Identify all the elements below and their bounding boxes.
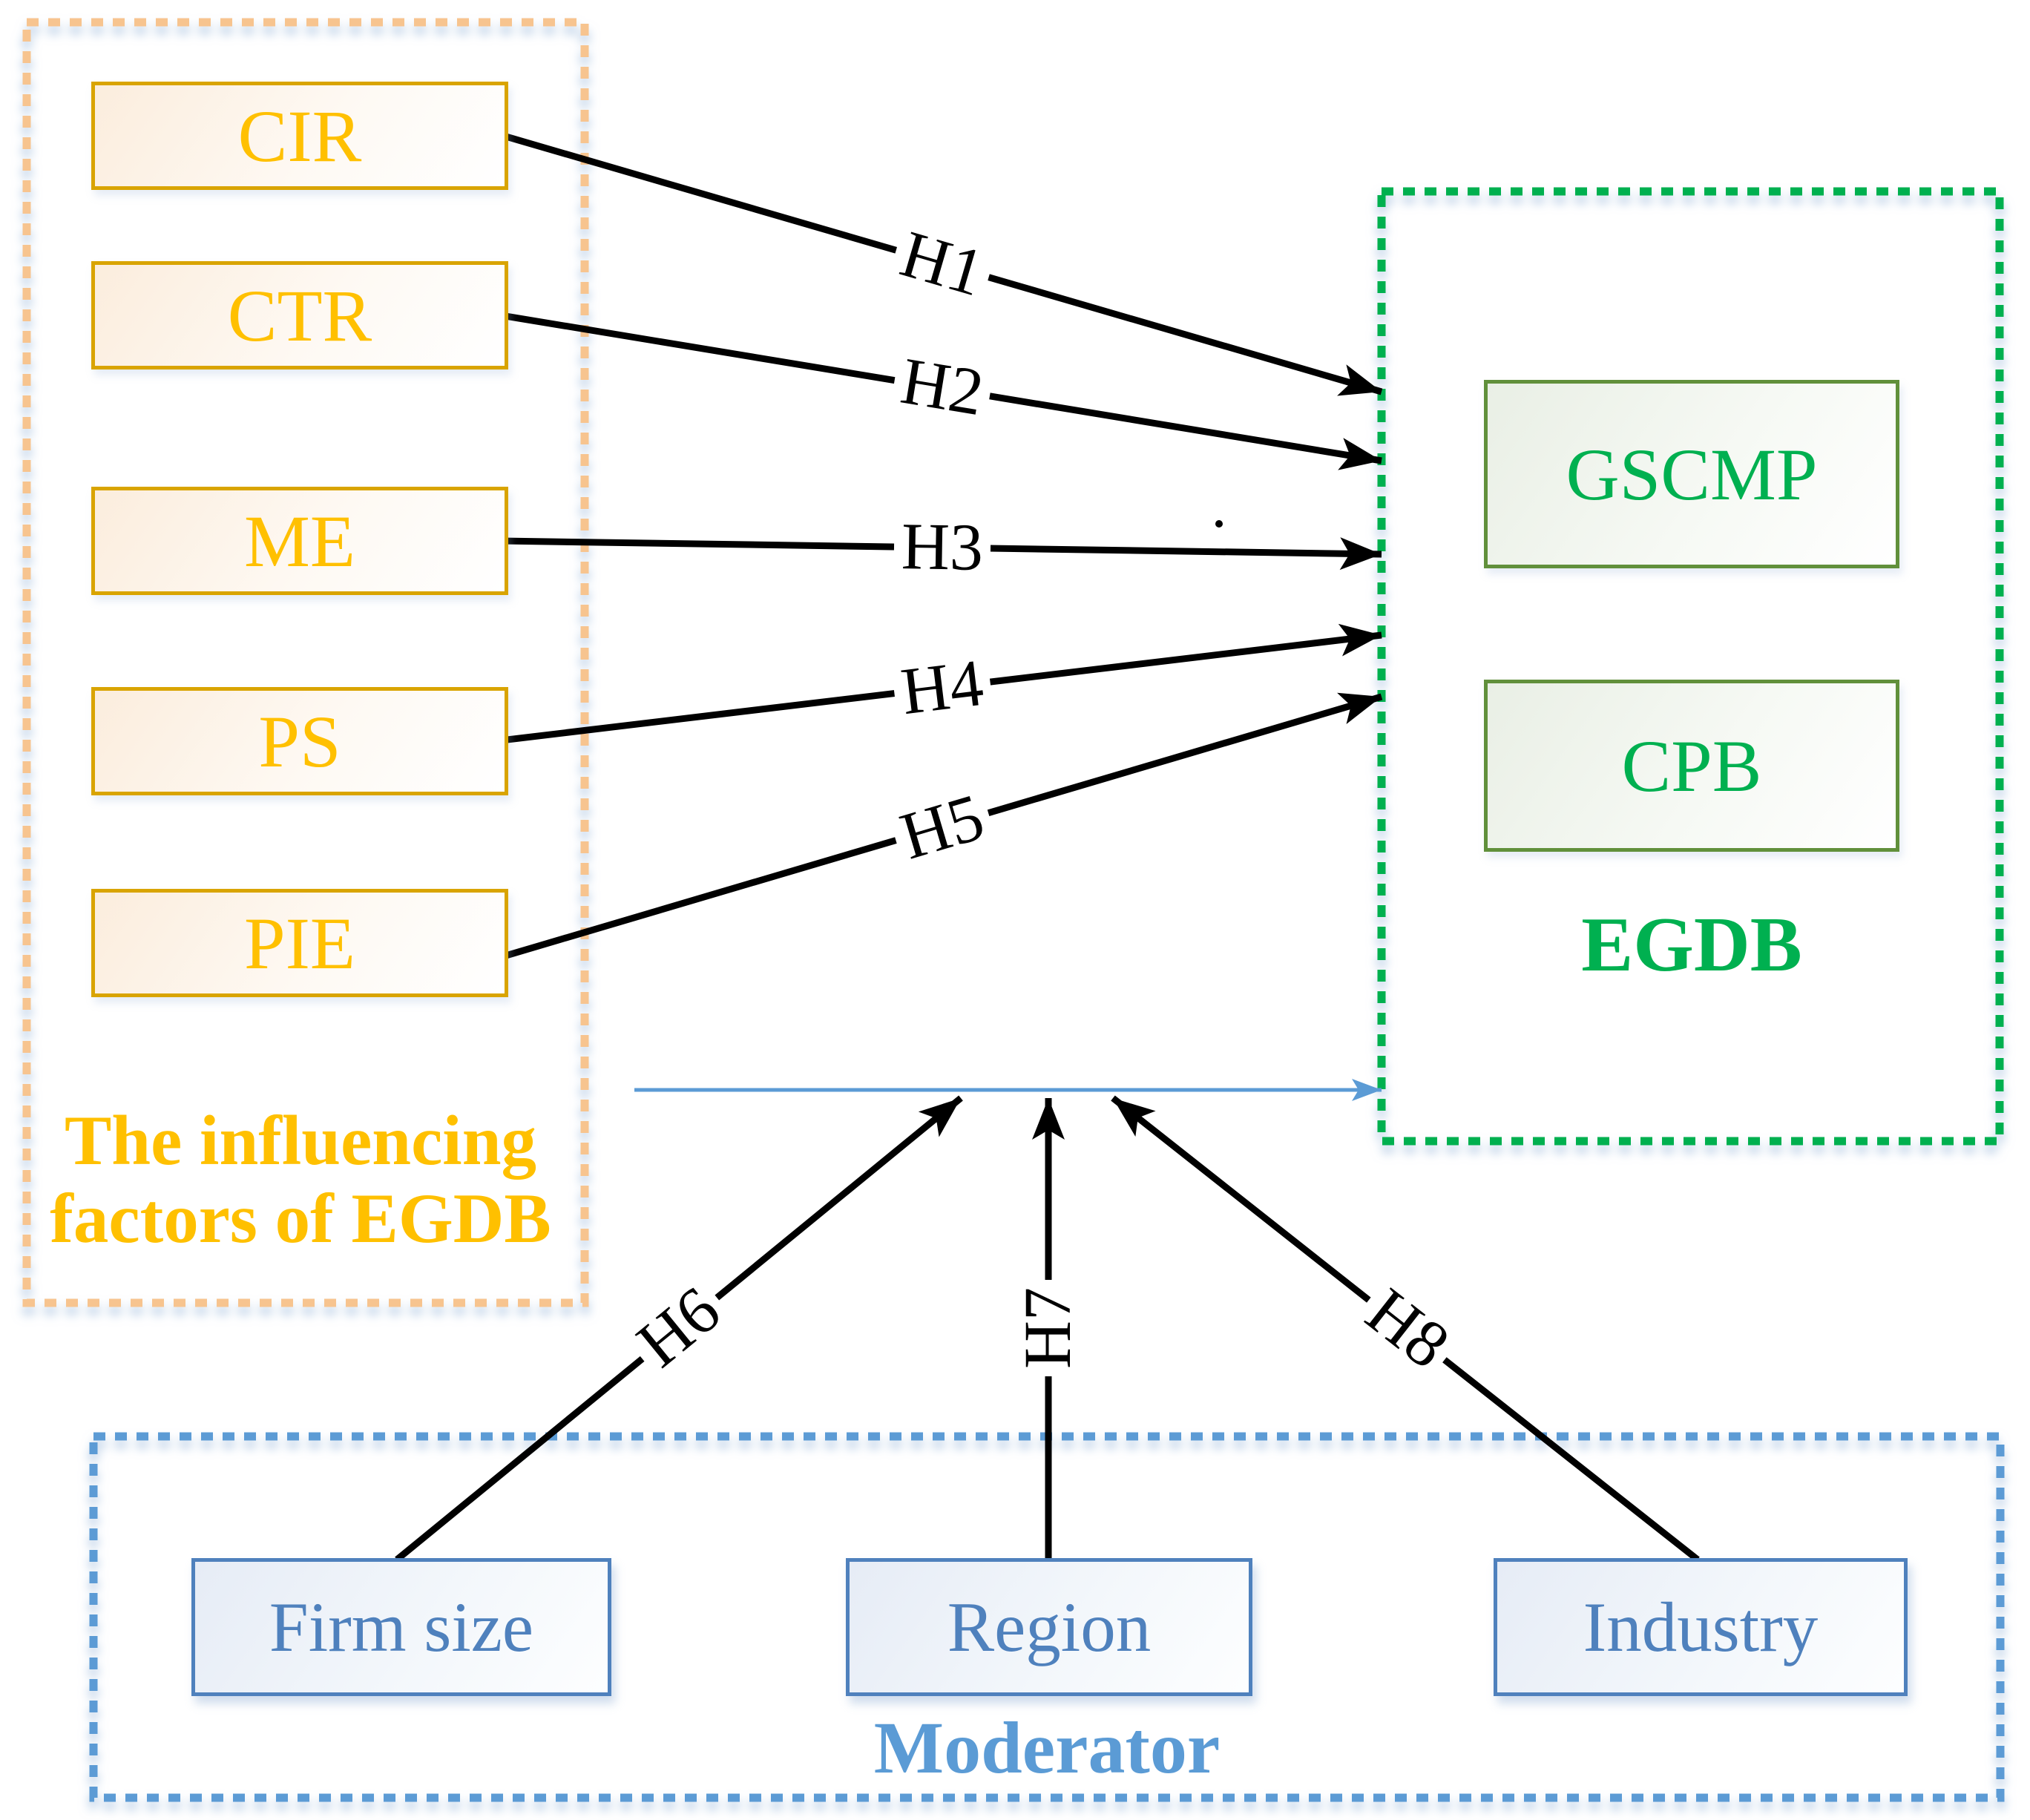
box-me-label: ME: [244, 499, 355, 582]
box-ps-label: PS: [258, 700, 341, 783]
box-ctr-label: CTR: [227, 274, 372, 357]
box-pie-label: PIE: [244, 901, 355, 985]
box-industry: Industry: [1494, 1558, 1908, 1696]
box-firm-size: Firm size: [191, 1558, 611, 1696]
moderator-group-caption: Moderator: [873, 1706, 1221, 1789]
box-me: ME: [91, 487, 508, 595]
influencing-group-caption: The influencing factors of EGDB: [50, 1101, 551, 1258]
box-pie: PIE: [91, 889, 508, 997]
box-ctr: CTR: [91, 261, 508, 369]
box-industry-label: Industry: [1583, 1588, 1819, 1666]
box-cir-label: CIR: [237, 94, 362, 177]
label-h7: H7: [1011, 1280, 1085, 1376]
box-gscmp: GSCMP: [1484, 380, 1899, 568]
label-h3: H3: [893, 510, 991, 585]
box-ps: PS: [91, 687, 508, 795]
box-region-label: Region: [947, 1588, 1152, 1666]
box-region: Region: [846, 1558, 1252, 1696]
box-cpb-label: CPB: [1621, 724, 1762, 807]
box-gscmp-label: GSCMP: [1566, 433, 1818, 516]
box-cir: CIR: [91, 82, 508, 190]
box-firm-size-label: Firm size: [269, 1588, 534, 1666]
egdb-group-frame: [1377, 187, 2004, 1146]
stray-dot: [1215, 520, 1223, 528]
label-h2: H2: [889, 344, 996, 430]
label-h4: H4: [890, 646, 995, 729]
influencing-group-frame: [22, 18, 589, 1307]
box-cpb: CPB: [1484, 680, 1899, 852]
egdb-group-caption: EGDB: [1581, 901, 1802, 988]
